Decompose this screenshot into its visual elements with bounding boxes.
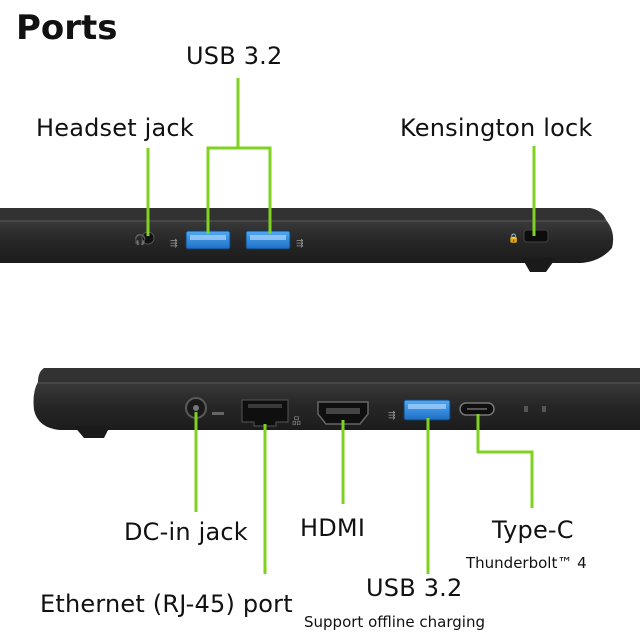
usb-port-3: ⇶ [388,399,451,421]
headset-icon: 🎧 [134,233,146,246]
laptop-right-side [33,368,640,438]
usb-icon: ⇶ [388,410,396,421]
laptop-left-side [0,208,614,272]
usb-icon: ⇶ [296,238,304,249]
type-c-port [459,402,495,416]
kensington-lock-label: Kensington lock [400,114,593,142]
headset-jack-port: 🎧 [134,231,155,246]
usb-label-bottom: USB 3.2 [366,574,463,602]
type-c-sub-label: Thunderbolt™ 4 [466,554,587,572]
laptop-foot [74,426,110,438]
laptop-foot [522,258,556,272]
lock-icon: 🔒 [508,233,519,244]
power-icon [212,412,224,415]
usb-port-2: ⇶ [245,230,304,250]
hdmi-label: HDMI [300,514,366,542]
ethernet-label: Ethernet (RJ-45) port [40,590,293,618]
hdmi-port [317,401,369,425]
status-led-icons [524,406,546,412]
usb-icon: ⇶ [170,238,178,249]
usb-port-1: ⇶ [170,230,231,250]
callout-lines-bottom [194,412,534,574]
usb-sub-label: Support offline charging [304,613,485,631]
dc-in-label: DC-in jack [124,518,248,546]
page-title: Ports [16,8,118,48]
headset-jack-label: Headset jack [36,114,194,142]
network-icon: 品 [292,416,301,427]
dc-in-port [185,397,224,419]
kensington-lock-slot: 🔒 [508,229,549,244]
type-c-label: Type-C [492,516,574,544]
callout-lines-top [146,78,536,236]
ethernet-port: 品 [241,399,301,427]
usb-label-top: USB 3.2 [186,42,283,70]
